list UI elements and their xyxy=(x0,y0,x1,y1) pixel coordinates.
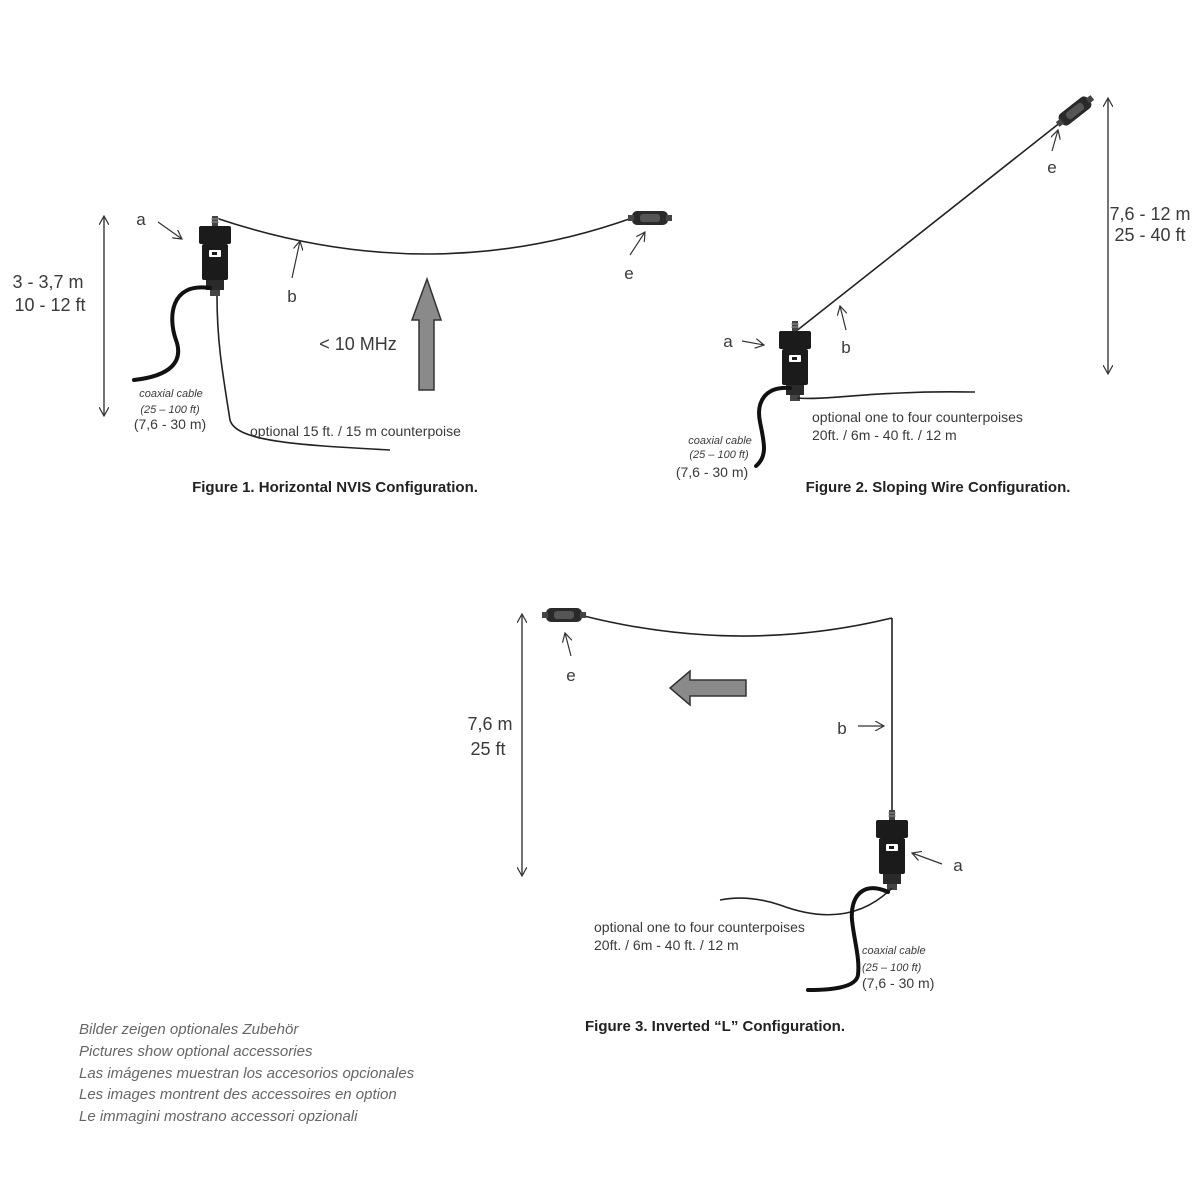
fig1-counterpoise-wire xyxy=(216,295,391,451)
fig3-label-e: e xyxy=(566,666,575,685)
fig1-coax-line3: (7,6 - 30 m) xyxy=(134,416,206,432)
fig3-caption: Figure 3. Inverted “L” Configuration. xyxy=(585,1018,845,1035)
fig3-arrow-e xyxy=(565,633,571,657)
fig3-coax-line3: (7,6 - 30 m) xyxy=(862,975,934,991)
fig3-label-a: a xyxy=(953,856,963,875)
fig2-label-b: b xyxy=(841,338,850,357)
fig3-coax-cable xyxy=(806,886,890,992)
fig2-label-a: a xyxy=(723,332,733,351)
fig2-arrow-b xyxy=(840,306,846,331)
fig3-radiation-left-arrow xyxy=(668,669,747,707)
fig3-coax-line2: (25 – 100 ft) xyxy=(862,962,922,974)
fig3-label-b: b xyxy=(837,719,846,738)
fig1-height-m: 3 - 3,7 m xyxy=(12,272,83,292)
fig3-insulator xyxy=(542,608,586,622)
note-de: Bilder zeigen optionales Zubehör xyxy=(79,1021,299,1038)
figure-3: 7,6 m 25 ft e b a optional one to four c… xyxy=(467,608,963,1035)
fig2-counterpoise-wire xyxy=(796,390,976,400)
fig1-tuner xyxy=(198,215,232,297)
fig2-label-e: e xyxy=(1047,158,1056,177)
fig3-horizontal-wire xyxy=(583,615,893,637)
accessories-note: Bilder zeigen optionales Zubehör Picture… xyxy=(79,1021,415,1125)
fig3-arrow-a xyxy=(912,853,943,865)
fig3-height-ft: 25 ft xyxy=(470,739,505,759)
fig1-label-b: b xyxy=(287,287,296,306)
fig2-sloping-wire xyxy=(794,117,1067,333)
figure-2: 7,6 - 12 m 25 - 40 ft a b e optional one… xyxy=(676,91,1191,496)
fig2-coax-line1: coaxial cable xyxy=(688,435,752,447)
fig1-arrow-b xyxy=(291,241,300,279)
fig2-arrow-a xyxy=(741,341,764,345)
fig2-height-m: 7,6 - 12 m xyxy=(1109,204,1190,224)
fig2-height-ft: 25 - 40 ft xyxy=(1114,225,1185,245)
fig1-coax-line2: (25 – 100 ft) xyxy=(140,404,200,416)
fig2-insulator xyxy=(1053,91,1097,131)
fig1-arrow-a xyxy=(157,221,182,239)
fig1-coax-cable xyxy=(132,285,212,382)
note-it: Le immagini mostrano accessori opzionali xyxy=(79,1108,358,1125)
fig1-antenna-wire xyxy=(215,217,633,255)
fig2-counterpoise-line2: 20ft. / 6m - 40 ft. / 12 m xyxy=(812,427,957,443)
fig1-counterpoise-label: optional 15 ft. / 15 m counterpoise xyxy=(250,423,461,439)
fig2-coax-cable xyxy=(754,385,792,468)
note-es: Las imágenes muestran los accesorios opc… xyxy=(79,1065,415,1082)
fig1-coax-line1: coaxial cable xyxy=(139,388,203,400)
fig1-label-a: a xyxy=(136,210,146,229)
fig3-tuner xyxy=(875,809,909,891)
fig1-insulator xyxy=(628,211,672,225)
fig2-counterpoise-line1: optional one to four counterpoises xyxy=(812,409,1023,425)
fig1-radiation-up-arrow xyxy=(410,276,443,391)
fig3-counterpoise-line1: optional one to four counterpoises xyxy=(594,919,805,935)
fig3-counterpoise-line2: 20ft. / 6m - 40 ft. / 12 m xyxy=(594,937,739,953)
figure-1: 3 - 3,7 m 10 - 12 ft a b e < 10 MHz coax… xyxy=(12,210,672,496)
fig2-caption: Figure 2. Sloping Wire Configuration. xyxy=(806,479,1071,496)
note-fr: Les images montrent des accessoires en o… xyxy=(79,1086,397,1103)
fig1-arrow-e xyxy=(629,232,645,256)
fig3-counterpoise-wire xyxy=(719,887,893,916)
fig3-height-m: 7,6 m xyxy=(467,714,512,734)
fig2-arrow-e xyxy=(1052,130,1058,152)
fig2-coax-line3: (7,6 - 30 m) xyxy=(676,464,748,480)
fig2-coax-line2: (25 – 100 ft) xyxy=(689,449,749,461)
fig3-coax-line1: coaxial cable xyxy=(862,945,926,957)
fig1-caption: Figure 1. Horizontal NVIS Configuration. xyxy=(192,479,478,496)
fig1-height-ft: 10 - 12 ft xyxy=(14,295,85,315)
fig1-label-e: e xyxy=(624,264,633,283)
fig1-frequency: < 10 MHz xyxy=(319,334,397,354)
note-en: Pictures show optional accessories xyxy=(79,1043,313,1060)
